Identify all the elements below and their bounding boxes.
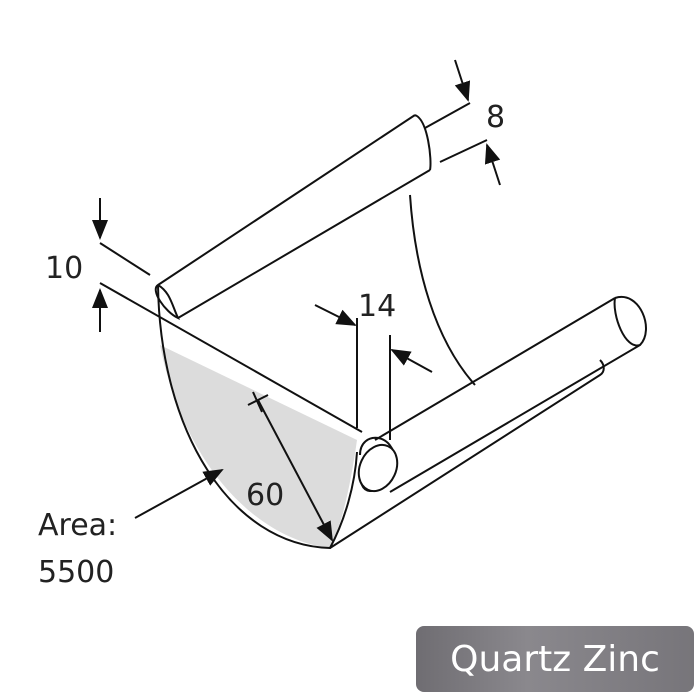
dim-14-label: 14 xyxy=(358,289,396,324)
dim-10-label: 10 xyxy=(45,251,83,286)
area-label: Area: xyxy=(38,508,117,543)
area-value: 5500 xyxy=(38,555,114,590)
cross-section-area xyxy=(160,345,357,548)
inner-back-curve xyxy=(409,194,476,386)
material-badge: Quartz Zinc xyxy=(416,626,694,692)
bowl-profile xyxy=(157,284,358,550)
bottom-edge xyxy=(329,359,605,549)
dim-8-label: 8 xyxy=(486,100,505,135)
front-bead xyxy=(359,295,647,493)
dim-60-label: 60 xyxy=(246,478,284,513)
back-bead xyxy=(154,114,432,321)
